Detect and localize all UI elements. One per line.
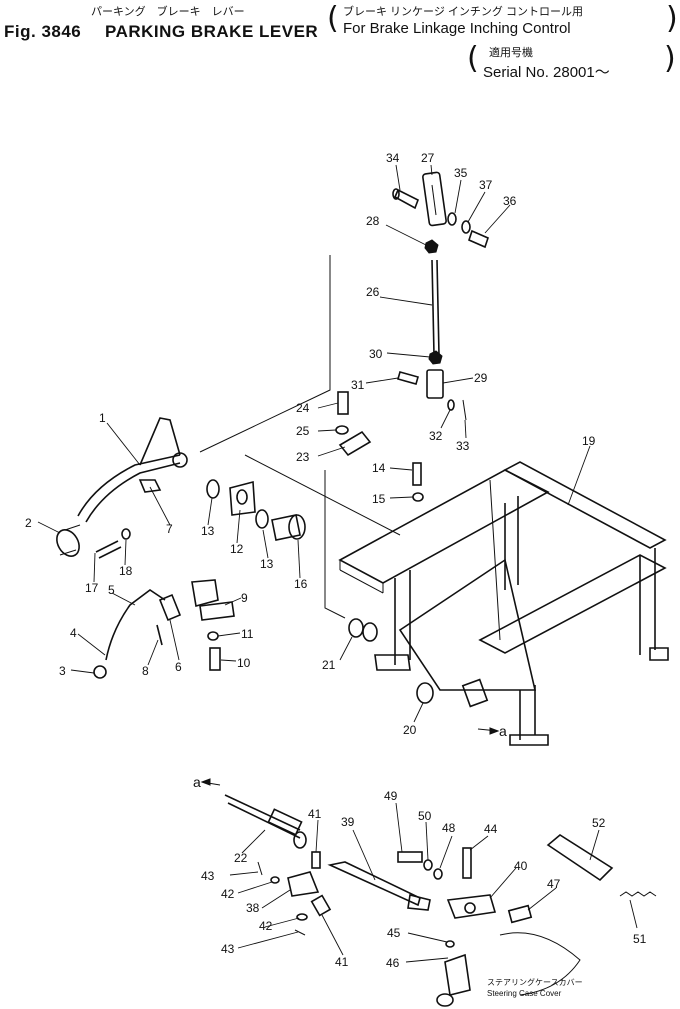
callout-numbers: 1 2 3 4 5 6 7 8 9 10 11 12 13 13 14 15 1… — [25, 151, 647, 970]
title-japanese: パーキング ブレーキ レバー — [91, 6, 245, 18]
callout-31: 31 — [351, 378, 365, 392]
washer-15 — [412, 492, 424, 502]
callout-40: 40 — [514, 859, 528, 873]
callout-43a: 43 — [201, 869, 215, 883]
paren-close-2: ) — [664, 41, 676, 76]
callout-19: 19 — [582, 434, 596, 448]
callout-41a: 41 — [308, 807, 322, 821]
callout-13a: 13 — [201, 524, 215, 538]
upper-rod-assembly — [392, 171, 489, 421]
callout-21: 21 — [322, 658, 336, 672]
callout-24: 24 — [296, 401, 310, 415]
callout-9: 9 — [241, 591, 248, 605]
serial-number: Serial No. 28001～ — [483, 64, 610, 81]
callout-41b: 41 — [335, 955, 349, 969]
marker-a-top: a — [193, 774, 201, 790]
callout-26: 26 — [366, 285, 380, 299]
callout-12: 12 — [230, 542, 244, 556]
marker-a-bottom: a — [499, 723, 507, 739]
callout-23: 23 — [296, 450, 310, 464]
callout-16: 16 — [294, 577, 308, 591]
callout-11: 11 — [241, 627, 254, 641]
callout-36: 36 — [503, 194, 517, 208]
serial-label-japanese: 適用号機 — [489, 47, 533, 59]
callout-32: 32 — [429, 429, 443, 443]
bolt-14 — [412, 462, 422, 486]
callout-44: 44 — [484, 822, 498, 836]
figure-label: Fig. 3846 — [4, 22, 82, 41]
subtitle: For Brake Linkage Inching Control — [343, 20, 571, 37]
clevis-23 — [338, 430, 372, 457]
callout-50: 50 — [418, 809, 432, 823]
cover-note: Steering Case Cover — [487, 989, 562, 998]
figure-title: PARKING BRAKE LEVER — [105, 22, 319, 41]
callout-35: 35 — [454, 166, 468, 180]
parking-brake-lever — [56, 417, 306, 679]
callout-15: 15 — [372, 492, 386, 506]
callout-47: 47 — [547, 877, 561, 891]
callout-38: 38 — [246, 901, 260, 915]
callout-2: 2 — [25, 516, 32, 530]
bolt-24 — [337, 391, 349, 415]
linkage-assembly — [224, 794, 657, 1007]
bushing-21a — [348, 618, 364, 638]
paren-open-1: ( — [327, 1, 339, 36]
callout-29: 29 — [474, 371, 488, 385]
leader-lines — [37, 164, 638, 963]
callout-3: 3 — [59, 664, 66, 678]
callout-4: 4 — [70, 626, 77, 640]
callout-7: 7 — [166, 522, 173, 536]
callout-37: 37 — [479, 178, 493, 192]
callout-48: 48 — [442, 821, 456, 835]
callout-46: 46 — [386, 956, 400, 970]
bushing-21b — [362, 622, 378, 642]
paren-close-1: ) — [666, 1, 678, 36]
callout-28: 28 — [366, 214, 380, 228]
callout-42a: 42 — [221, 887, 235, 901]
callout-30: 30 — [369, 347, 383, 361]
callout-51: 51 — [633, 932, 647, 946]
callout-20: 20 — [403, 723, 417, 737]
paren-open-2: ( — [467, 41, 479, 76]
callout-43b: 43 — [221, 942, 235, 956]
cover-note-japanese: ステアリングケースカバー — [487, 977, 583, 987]
callout-27: 27 — [421, 151, 435, 165]
callout-10: 10 — [237, 656, 251, 670]
callout-45: 45 — [387, 926, 401, 940]
callout-17: 17 — [85, 581, 99, 595]
frame-bracket — [338, 461, 669, 746]
callout-14: 14 — [372, 461, 386, 475]
callout-6: 6 — [175, 660, 182, 674]
washer-25 — [335, 425, 349, 435]
callout-39: 39 — [341, 815, 355, 829]
callout-18: 18 — [119, 564, 133, 578]
callout-25: 25 — [296, 424, 310, 438]
callout-34: 34 — [386, 151, 400, 165]
callout-33: 33 — [456, 439, 470, 453]
bushing-20 — [416, 682, 434, 704]
callout-49: 49 — [384, 789, 398, 803]
callout-42b: 42 — [259, 919, 273, 933]
callout-5: 5 — [108, 583, 115, 597]
callout-52: 52 — [592, 816, 606, 830]
callout-13b: 13 — [260, 557, 274, 571]
callout-1: 1 — [99, 411, 106, 425]
callout-8: 8 — [142, 664, 149, 678]
subtitle-japanese: ブレーキ リンケージ インチング コントロール用 — [343, 6, 583, 18]
callout-22: 22 — [234, 851, 248, 865]
